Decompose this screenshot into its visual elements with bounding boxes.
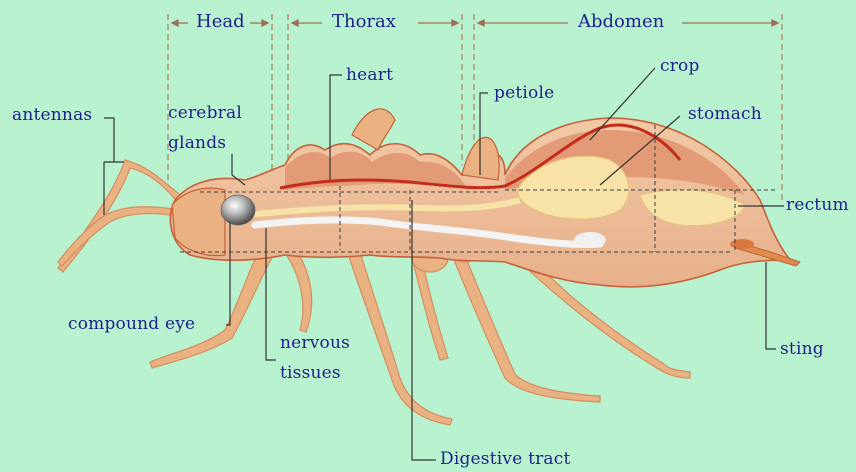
label-compound-eye: compound eye xyxy=(68,315,195,334)
label-cerebral-glands-line1: cerebral xyxy=(168,104,242,123)
label-nervous-tissues-line2: tissues xyxy=(280,364,341,383)
section-arrows xyxy=(172,20,778,26)
compound-eye-illustration xyxy=(221,195,255,225)
label-crop: crop xyxy=(660,57,700,76)
label-digestive-tract: Digestive tract xyxy=(440,450,571,469)
label-antennas: antennas xyxy=(12,106,92,125)
label-nervous-tissues-line1: nervous xyxy=(280,334,350,353)
label-stomach: stomach xyxy=(688,105,762,124)
label-heart: heart xyxy=(346,66,393,85)
label-rectum: rectum xyxy=(786,196,849,215)
section-header-thorax: Thorax xyxy=(328,12,400,32)
section-header-head: Head xyxy=(192,12,249,32)
antennae xyxy=(58,160,180,272)
label-petiole: petiole xyxy=(494,84,554,103)
label-sting: sting xyxy=(780,340,824,359)
section-header-abdomen: Abdomen xyxy=(574,12,668,32)
label-cerebral-glands-line2: glands xyxy=(168,134,226,153)
